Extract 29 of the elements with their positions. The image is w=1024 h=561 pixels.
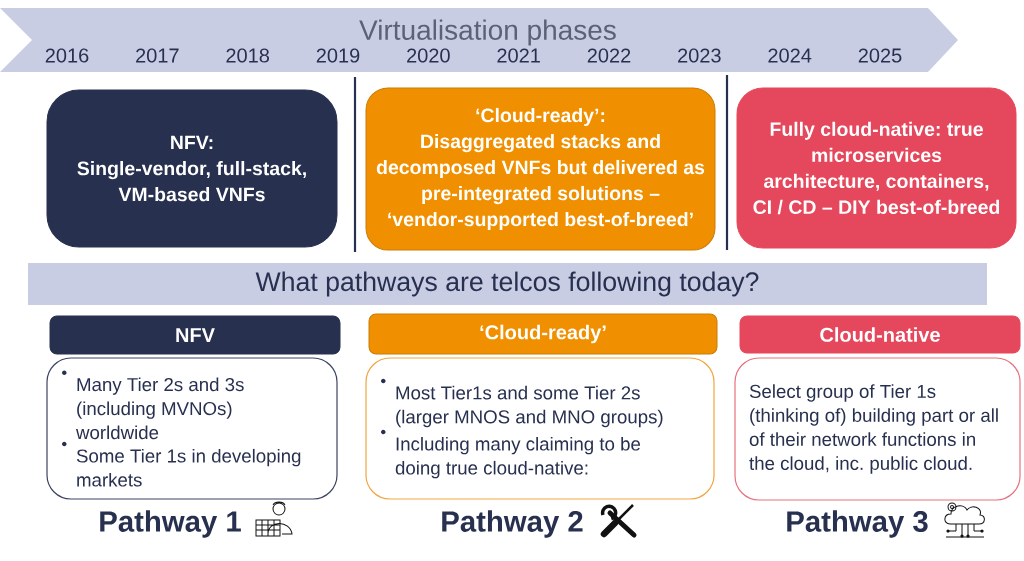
pathway-label: Pathway 2 (442, 510, 583, 538)
list-item: Most Tier1s and some Tier 2s (larger MNOS and MNO groups) (396, 385, 663, 428)
phase-box: ‘Cloud-ready’: Disaggregated stacks and decomposed VNFs but delivered as pre-integrated solutions – ‘vendor-supported best-of-breed’ (365, 87, 716, 251)
description-box (365, 357, 715, 500)
list-item: Many Tier 2s and 3s (including MVNOs) worldwide (76, 377, 244, 440)
year-label: 2023 (678, 48, 721, 63)
year-label: 2021 (497, 48, 540, 63)
year-label: 2025 (858, 48, 902, 63)
year-label: 2016 (45, 48, 89, 63)
year-label: 2022 (587, 48, 631, 63)
year-label: 2018 (226, 48, 270, 63)
year-label: 2020 (407, 48, 450, 63)
list-item: Including many claiming to be doing true cloud-native: (395, 436, 641, 479)
banner-title: Virtualisation phases (359, 19, 616, 46)
question-band: What pathways are telcos following today? (28, 263, 987, 305)
description-box (46, 357, 338, 500)
year-label: 2019 (316, 48, 360, 63)
pathway-label: Pathway 1 (100, 510, 241, 538)
year-label: 2024 (768, 48, 812, 63)
pathway-label: Pathway 3 (787, 510, 928, 538)
year-label: 2017 (136, 48, 179, 63)
header-bar: NFV (49, 315, 341, 355)
list-item: Some Tier 1s in developing markets (76, 448, 301, 487)
phase-box: Fully cloud-native: true microservices architecture, containers, CI / CD – DIY best-of-breed (736, 87, 1017, 249)
description-box: Select group of Tier 1s (thinking of) building part or all of their network functions in the cloud, inc. public cloud. (734, 357, 1021, 501)
banner-arrow (0, 8, 958, 72)
header-bar: ‘Cloud-ready’ (368, 313, 718, 355)
phase-box: NFV: Single-vendor, full-stack, VM-based VNFs (46, 89, 338, 248)
header-bar: Cloud-native (739, 315, 1021, 354)
